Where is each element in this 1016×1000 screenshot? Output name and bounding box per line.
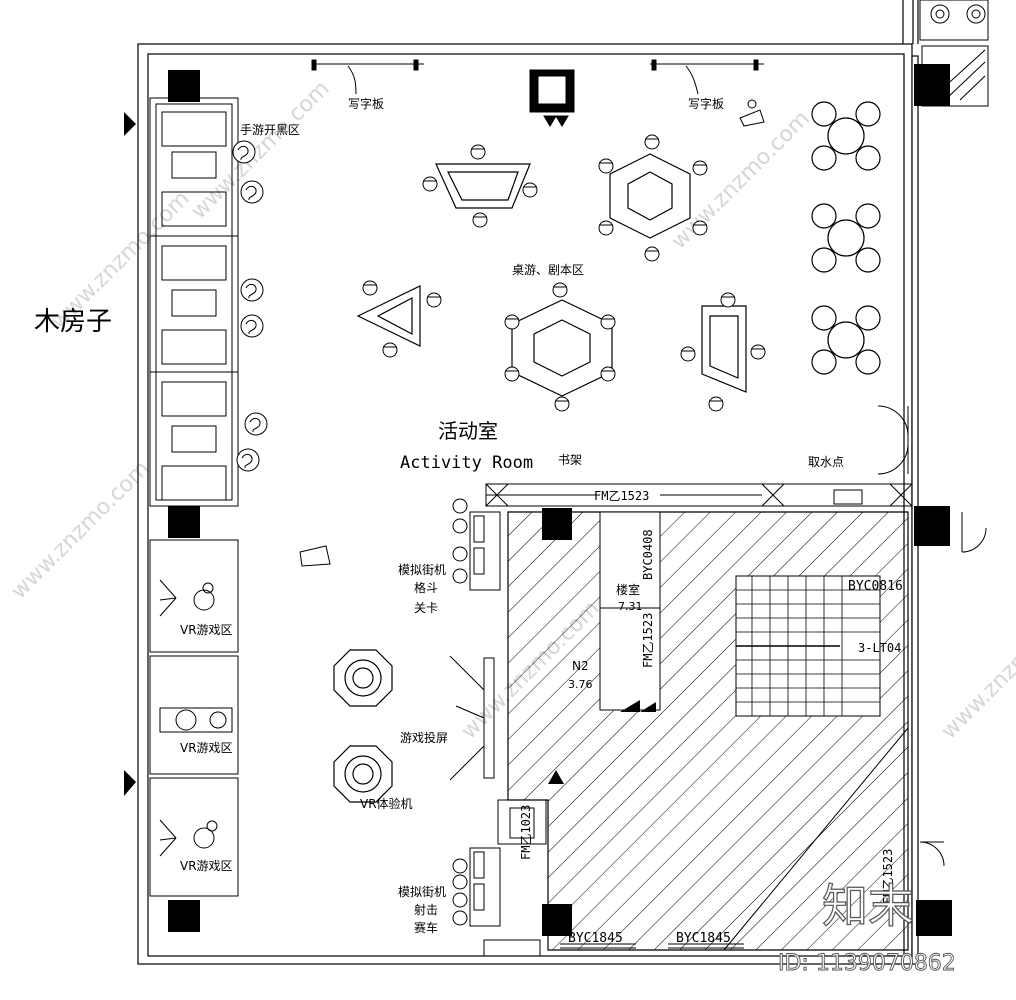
window-label-byc0408: BYC0408	[641, 529, 655, 580]
vr-zone-label-1: VR游戏区	[180, 623, 233, 637]
door-label-3: FM乙1023	[519, 805, 533, 860]
service-zone	[507, 511, 909, 951]
arcade-shoot-label-3: 赛车	[414, 920, 438, 935]
stair-room-height: 7.31	[618, 600, 643, 613]
n2-room-height: 3.76	[568, 678, 593, 691]
brand-watermark: 知末 ID: 1139070862	[778, 878, 957, 976]
writing-boards	[311, 59, 764, 95]
window-label-byc0816: BYC0816	[848, 579, 903, 594]
brand-logo-text: 知末	[822, 879, 914, 933]
entry-arrows	[124, 112, 136, 796]
vr-zone-label-3: VR游戏区	[180, 859, 233, 873]
bookshelf-label: 书架	[558, 453, 582, 467]
window-label-byc1845-2: BYC1845	[676, 931, 731, 946]
wooden-house-booths	[149, 97, 239, 507]
arcade-fight-label-1: 模拟街机	[398, 563, 446, 577]
water-point-label: 取水点	[808, 455, 844, 469]
room-name-en: Activity Room	[400, 453, 533, 473]
labels: 木房子 写字板 写字板 手游开黑区 桌游、剧本区 活动室 Activity Ro…	[34, 96, 903, 946]
stair-code-label: 3-LT04	[858, 641, 901, 655]
door-label-4: FM乙1523	[881, 849, 895, 904]
arcade-shoot-label-1: 模拟街机	[398, 885, 446, 899]
lounge-tables	[811, 101, 881, 375]
stool-top-right	[739, 99, 765, 127]
watermark-4: www.znzmo.com	[7, 456, 155, 604]
door-label-2: FM乙1523	[641, 613, 655, 668]
board-game-zone-label: 桌游、剧本区	[512, 263, 584, 277]
writing-board-label-left: 写字板	[348, 96, 384, 111]
game-screen-label: 游戏投屏	[400, 730, 448, 745]
game-screen	[449, 655, 495, 781]
vr-machines	[333, 649, 393, 803]
door-label-1: FM乙1523	[594, 489, 649, 503]
handcraft-zone-label: 手游开黑区	[240, 123, 300, 137]
arcade-fight-label-3: 关卡	[414, 601, 438, 615]
writing-board-label-right: 写字板	[688, 96, 724, 111]
window-label-byc1845-1: BYC1845	[568, 931, 623, 946]
watermark-6: www.znzmo.com	[937, 596, 1016, 744]
arcade-shoot-label-2: 射击	[414, 902, 438, 917]
right-exterior-doors	[919, 512, 987, 867]
arcade-fight-label-2: 格斗	[414, 580, 438, 595]
wooden-house-label: 木房子	[34, 307, 112, 337]
vr-machine-label: VR体验机	[360, 796, 413, 811]
arcade-machines	[452, 498, 547, 957]
vr-booths	[149, 539, 239, 897]
n2-room-label: N2	[572, 659, 589, 673]
board-game-tables	[356, 134, 766, 412]
room-name-cn: 活动室	[438, 419, 498, 443]
water-dispenser	[529, 69, 575, 127]
stool-mid-left	[299, 545, 331, 567]
stair-room-label: 楼室	[616, 582, 640, 597]
vr-zone-label-2: VR游戏区	[180, 741, 233, 755]
bottom-windows	[560, 943, 744, 949]
image-id-text: ID: 1139070862	[778, 951, 956, 976]
bookshelf	[485, 483, 913, 507]
right-door	[877, 405, 909, 475]
